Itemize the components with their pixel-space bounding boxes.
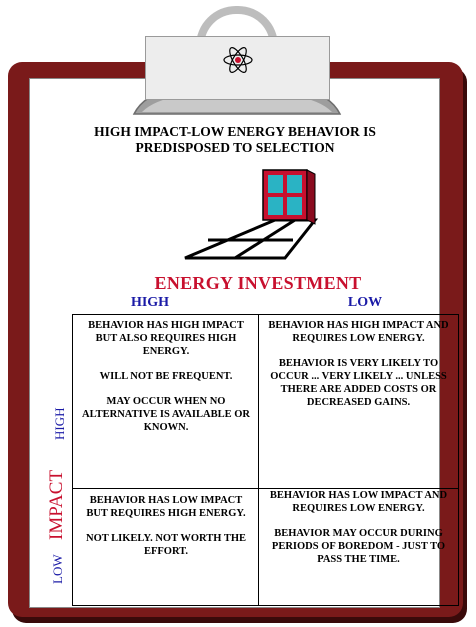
- cell-low-impact-low-energy: BEHAVIOR HAS LOW IMPACT AND REQUIRES LOW…: [262, 489, 455, 578]
- heading-line-1: HIGH IMPACT-LOW ENERGY BEHAVIOR IS: [94, 124, 376, 139]
- cell-text: BEHAVIOR MAY OCCUR DURING PERIODS OF BOR…: [271, 528, 446, 565]
- cell-text: BEHAVIOR HAS HIGH IMPACT BUT ALSO REQUIR…: [88, 320, 244, 357]
- window-icon: [184, 169, 319, 260]
- cell-text: MAY OCCUR WHEN NO ALTERNATIVE IS AVAILAB…: [82, 396, 250, 433]
- cell-text: BEHAVIOR HAS HIGH IMPACT AND REQUIRES LO…: [268, 320, 449, 344]
- cell-text: BEHAVIOR HAS LOW IMPACT BUT REQUIRES HIG…: [86, 495, 246, 519]
- clipboard-paper: [29, 78, 440, 608]
- impact-high-label: HIGH: [52, 408, 67, 441]
- clip-label-plate: [145, 36, 330, 100]
- cell-text: NOT LIKELY. NOT WORTH THE EFFORT.: [85, 533, 247, 557]
- atom-icon: [223, 47, 253, 73]
- clip-ring: [196, 6, 278, 58]
- matrix-vertical-divider: [258, 314, 259, 606]
- cell-text: WILL NOT BE FREQUENT.: [99, 371, 233, 382]
- impact-low-label: LOW: [50, 554, 65, 584]
- cell-high-impact-high-energy: BEHAVIOR HAS HIGH IMPACT BUT ALSO REQUIR…: [78, 319, 254, 446]
- energy-high-label: HIGH: [130, 295, 170, 310]
- matrix-grid: [72, 314, 459, 606]
- page-heading: HIGH IMPACT-LOW ENERGY BEHAVIOR IS PREDI…: [60, 124, 410, 156]
- cell-text: BEHAVIOR HAS LOW IMPACT AND REQUIRES LOW…: [269, 490, 448, 514]
- impact-title: IMPACT: [46, 470, 67, 540]
- cell-low-impact-high-energy: BEHAVIOR HAS LOW IMPACT BUT REQUIRES HIG…: [78, 494, 254, 570]
- heading-line-2: PREDISPOSED TO SELECTION: [135, 140, 335, 155]
- impact-axis: LOW IMPACT HIGH: [46, 408, 67, 585]
- cell-text: BEHAVIOR IS VERY LIKELY TO OCCUR ... VER…: [270, 358, 447, 408]
- matrix-horizontal-divider: [72, 488, 459, 489]
- cell-high-impact-low-energy: BEHAVIOR HAS HIGH IMPACT AND REQUIRES LO…: [262, 319, 455, 421]
- energy-investment-title: ENERGY INVESTMENT: [154, 273, 362, 293]
- energy-low-label: LOW: [347, 295, 383, 310]
